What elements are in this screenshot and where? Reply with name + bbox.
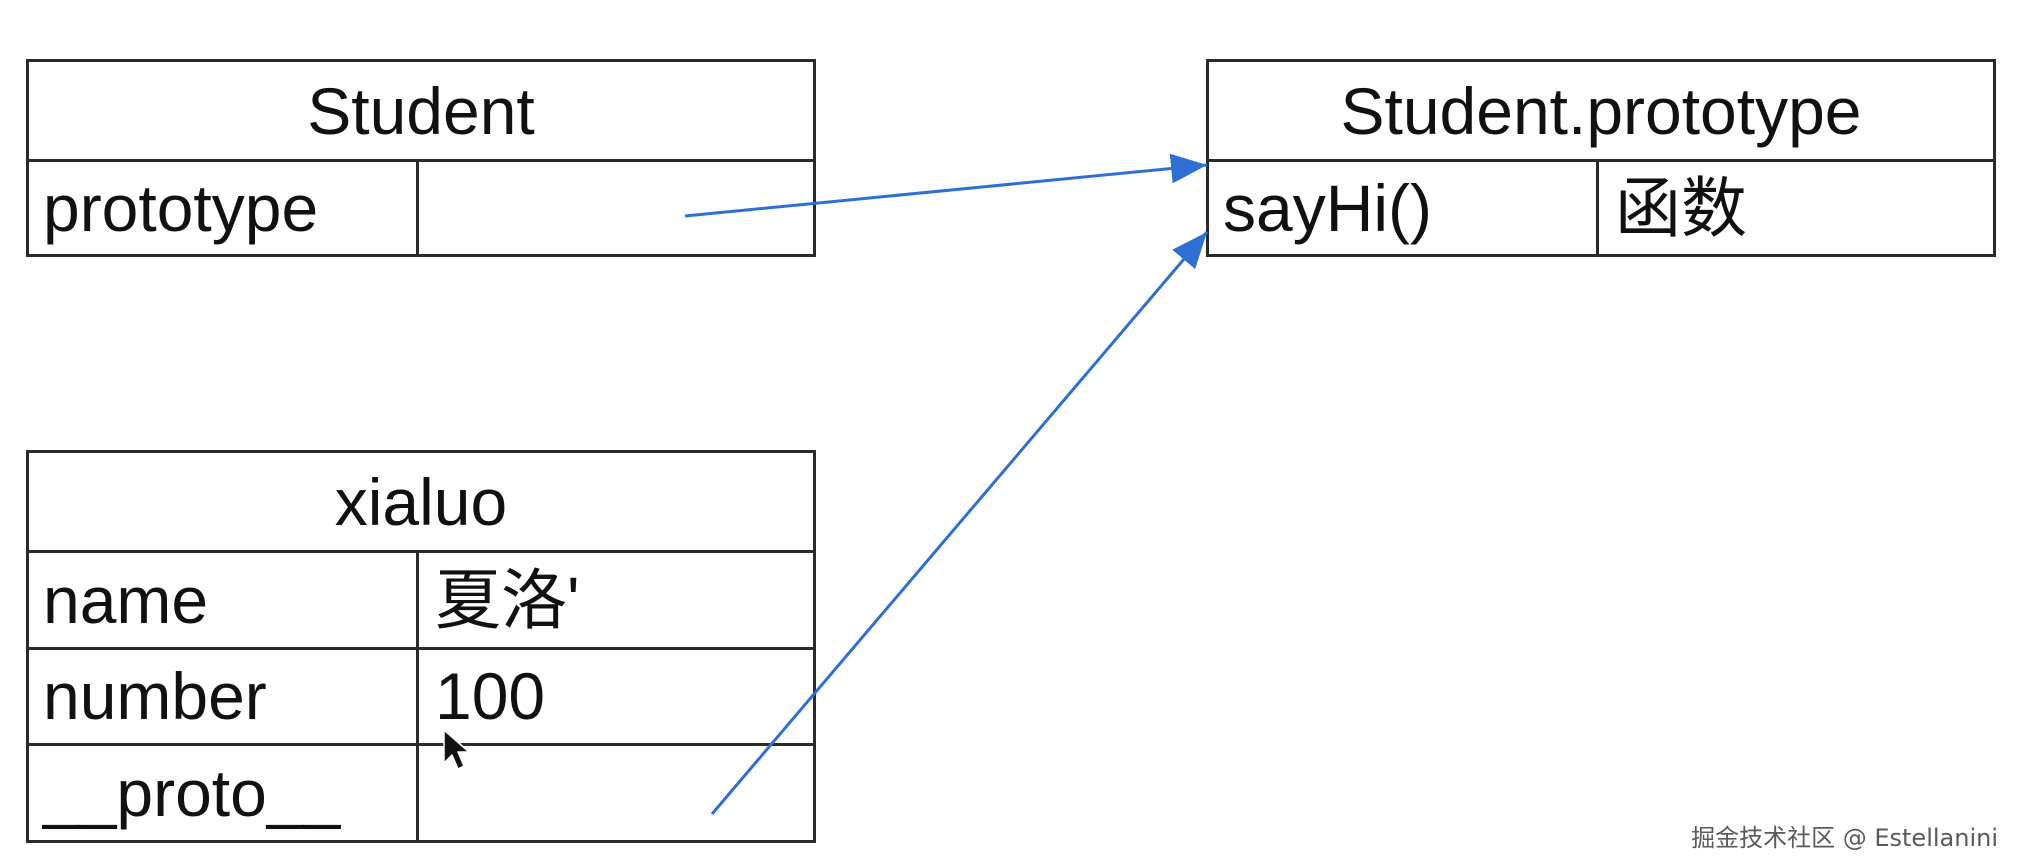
student-prototype-key: prototype [29, 159, 419, 254]
sayhi-value: 函数 [1599, 159, 1993, 254]
xialuo-table-title: xialuo [334, 464, 508, 539]
sayhi-key: sayHi() [1209, 159, 1599, 254]
xialuo-name-value: 夏洛' [419, 550, 813, 647]
student-table-title: Student [307, 73, 535, 148]
xialuo-name-key: name [29, 550, 419, 647]
xialuo-table: xialuo name 夏洛' number 100 __proto__ [26, 450, 816, 843]
student-table: Student prototype [26, 59, 816, 257]
student-prototype-table: Student.prototype sayHi() 函数 [1206, 59, 1996, 257]
xialuo-number-key: number [29, 646, 419, 744]
xialuo-proto-value [419, 743, 813, 840]
watermark-text: 掘金技术社区 @ Estellanini [1691, 824, 1998, 852]
student-prototype-table-title: Student.prototype [1340, 73, 1862, 148]
xialuo-number-value: 100 [419, 646, 813, 744]
xialuo-proto-key: __proto__ [29, 743, 419, 840]
student-prototype-value [419, 159, 813, 254]
